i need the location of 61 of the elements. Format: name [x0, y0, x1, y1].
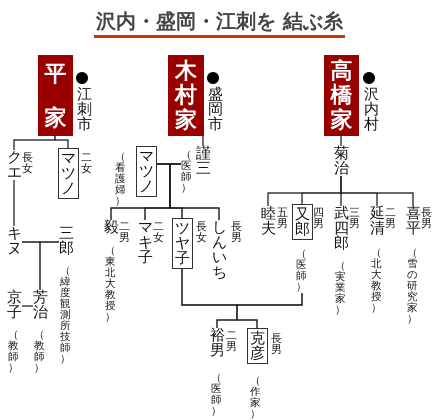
family-line [22, 305, 33, 307]
relation-label: 二女 [153, 221, 164, 243]
family-banner: 高橋家 [324, 55, 359, 136]
occupation-label: （作家） [250, 376, 260, 420]
person-name: 延清 [370, 206, 385, 236]
occupation-label: （雪の研究家） [407, 248, 418, 326]
relation-label: 長女 [196, 221, 207, 243]
title: 沢内・盛岡・江刺を 結ぶ糸 [94, 9, 345, 38]
place-name: 盛岡市 [208, 87, 223, 132]
family-banner: 木村家 [168, 55, 204, 136]
person-name: クエ [7, 150, 22, 180]
person-name: 三郎 [59, 226, 74, 256]
person-name: キヌ [7, 226, 22, 256]
occupation-label: （教師） [8, 330, 18, 374]
family-line [202, 136, 204, 146]
relation-label: 長女 [22, 152, 33, 174]
person-name: 武四郎 [334, 206, 349, 251]
family-line [340, 136, 342, 146]
family-line [13, 180, 15, 226]
relation-label: 二男 [226, 330, 237, 352]
relation-label: 二男 [119, 221, 130, 243]
relation-label: 二男 [385, 207, 396, 229]
relation-label: 長男 [231, 221, 242, 243]
relation-label: 二女 [81, 152, 92, 174]
relation-label: 長男 [421, 207, 432, 229]
family-line [54, 136, 69, 148]
person-name: 毅 [104, 220, 119, 235]
relation-label: 五男 [277, 207, 288, 229]
occupation-label: （緯度観測所技師） [60, 266, 70, 366]
person-name: 芳治 [33, 290, 48, 320]
family-line [169, 163, 220, 220]
occupation-label: （東北大教授） [105, 246, 116, 324]
relation-label: 三男 [349, 207, 360, 229]
relation-label: 長男 [271, 333, 282, 355]
person-name: 菊治 [334, 146, 349, 176]
person-name: 喜平 [406, 206, 421, 236]
occupation-label: （実業家） [335, 261, 346, 316]
person-name: 京子 [7, 290, 22, 320]
occupation-label: （医師） [181, 150, 192, 194]
person-name: しんいち [212, 220, 227, 280]
boxed-name: 克彦 [247, 328, 268, 364]
boxed-name: マツノ [136, 146, 157, 197]
family-line [236, 293, 303, 328]
occupation-label: （医師） [211, 373, 222, 418]
family-line [39, 241, 59, 290]
occupation-label: （看護婦） [115, 152, 126, 208]
family-line [340, 176, 414, 206]
relation-label: 四男 [313, 207, 324, 229]
occupation-label: （教師） [34, 330, 44, 374]
person-name: 謹三 [196, 146, 211, 176]
boxed-name: ツヤ子 [172, 218, 193, 269]
person-name: マキ子 [138, 220, 153, 265]
place-name: 沢内村 [364, 87, 379, 132]
occupation-label: （北大教授） [371, 248, 382, 314]
family-banner: 平家 [38, 55, 73, 136]
occupation-label: （医師） [296, 249, 306, 294]
person-name: 裕男 [210, 328, 225, 358]
person-name: 睦夫 [261, 206, 276, 236]
place-name: 江刺市 [77, 87, 92, 132]
boxed-name: マツノ [58, 148, 79, 199]
boxed-name: 又郎 [292, 204, 313, 240]
